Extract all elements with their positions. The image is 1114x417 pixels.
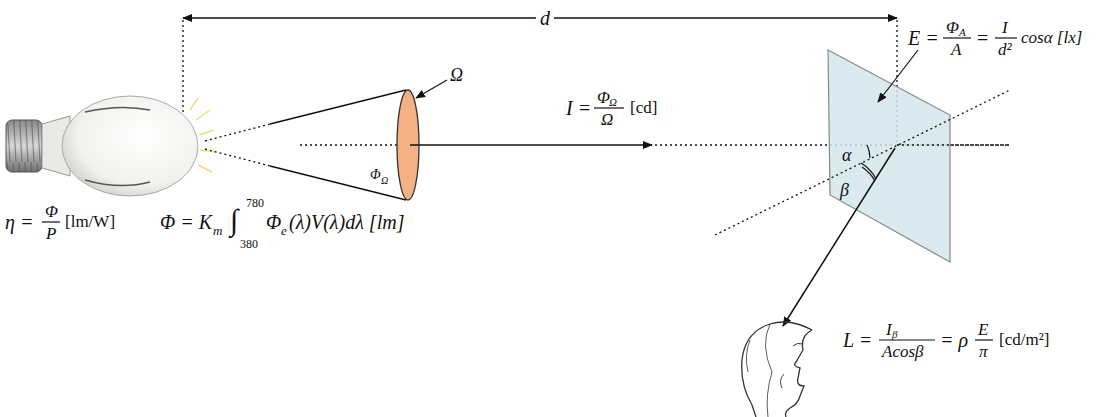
cone-edge bbox=[270, 90, 406, 124]
formula-label: 780 bbox=[246, 197, 264, 209]
formula-label: Acosβ bbox=[882, 343, 924, 360]
formula-label: [lm/W] bbox=[65, 213, 115, 230]
formula-label: e bbox=[281, 224, 287, 237]
formula-label: d² bbox=[998, 41, 1012, 58]
formula-label: Φ bbox=[946, 19, 959, 36]
fraction-bar bbox=[42, 38, 1017, 340]
formula-label: η = bbox=[5, 212, 33, 232]
formula-label: Φ bbox=[370, 168, 381, 182]
normal-line bbox=[715, 90, 1010, 235]
formula-label: d bbox=[536, 8, 554, 28]
formula-label: cosα [lx] bbox=[1021, 29, 1082, 46]
formula-label: E bbox=[978, 321, 988, 338]
formula-label: = ρ bbox=[940, 330, 968, 350]
formula-label: Ω bbox=[381, 176, 388, 186]
formula-label: ∫ bbox=[230, 205, 238, 235]
formula-label: L = bbox=[843, 330, 872, 350]
leader-line bbox=[416, 80, 447, 98]
ray bbox=[205, 124, 270, 141]
formula-label: = bbox=[977, 28, 988, 48]
angle-arc bbox=[867, 145, 870, 158]
formula-label: Φ = K bbox=[160, 212, 212, 232]
formula-label: Φ bbox=[45, 203, 58, 220]
formula-label: β bbox=[840, 181, 849, 199]
formula-label: α bbox=[842, 146, 851, 164]
formula-label: m bbox=[213, 224, 222, 237]
formula-label: E = bbox=[908, 28, 939, 48]
formula-label: P bbox=[46, 225, 56, 242]
formula-label: I = bbox=[566, 98, 591, 118]
angle-arc bbox=[861, 163, 876, 179]
luminance-arrow bbox=[783, 148, 895, 326]
ray bbox=[205, 149, 270, 166]
formula-label: [cd/m²] bbox=[999, 331, 1049, 348]
formula-label: Φ bbox=[266, 212, 281, 232]
axis-line bbox=[897, 144, 1010, 145]
formula-label: Ω bbox=[450, 66, 463, 84]
formula-label: β bbox=[892, 329, 897, 340]
axis-line bbox=[300, 144, 400, 145]
formula-label: 380 bbox=[240, 238, 258, 250]
formula-label: A bbox=[959, 27, 966, 38]
leader-line bbox=[878, 50, 918, 102]
light-bulb bbox=[6, 96, 216, 196]
observer-face bbox=[742, 322, 812, 417]
formula-label: (λ)V(λ)dλ [lm] bbox=[289, 212, 404, 232]
formula-label: π bbox=[979, 343, 988, 360]
dim-line bbox=[182, 20, 183, 112]
formula-label: Ω bbox=[609, 97, 617, 108]
intensity-arrow bbox=[410, 144, 652, 146]
formula-label: [cd] bbox=[630, 99, 657, 116]
formula-label: Ω bbox=[601, 111, 613, 128]
formula-label: I bbox=[886, 321, 892, 338]
cone-edge bbox=[270, 166, 406, 200]
formula-label: I bbox=[1002, 19, 1008, 36]
formula-label: A bbox=[951, 41, 961, 58]
formula-label: Φ bbox=[597, 89, 610, 106]
surface-plane bbox=[828, 50, 950, 262]
